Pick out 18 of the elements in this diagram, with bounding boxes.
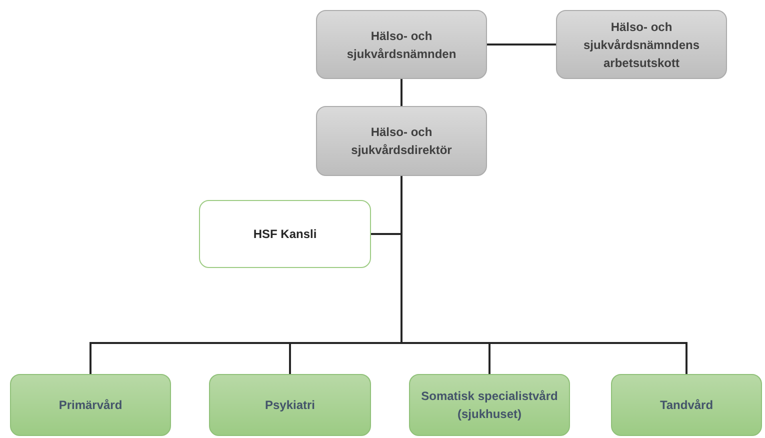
department-box xyxy=(209,374,371,436)
department-box xyxy=(611,374,762,436)
department-box xyxy=(409,374,570,436)
box-label: Primärvård xyxy=(58,397,122,414)
box-label: Tandvård xyxy=(660,397,714,414)
box-label: Hälso- och sjukvårdsdirektör xyxy=(350,124,453,159)
box-label: HSF Kansli xyxy=(253,226,317,243)
department-box xyxy=(10,374,171,436)
box-label: Psykiatri xyxy=(264,397,316,414)
connector-line xyxy=(487,44,556,46)
box-label: Somatisk specialistvård (sjukhuset) xyxy=(420,388,559,423)
org-box xyxy=(556,10,727,79)
box-label: Hälso- och sjukvårdsnämnden xyxy=(346,28,458,62)
org-box xyxy=(316,10,487,79)
staff-box xyxy=(199,200,371,268)
box-label: Hälso- och sjukvårdsnämndens arbetsutskott xyxy=(582,18,701,72)
connector-line xyxy=(400,79,402,106)
org-box xyxy=(316,106,487,176)
